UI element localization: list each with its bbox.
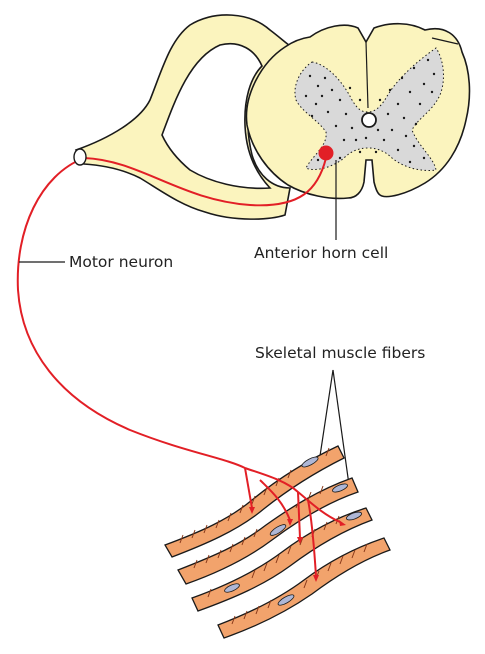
leader-lines [19, 160, 350, 492]
axon-branch [298, 492, 300, 538]
nerve-root-cut-end [74, 149, 86, 165]
skeletal-leader-2 [333, 370, 350, 492]
red-dot-icon [319, 146, 334, 161]
central-canal [362, 113, 376, 127]
skeletal-muscle-fibers [165, 446, 390, 638]
anterior-horn-cell-label: Anterior horn cell [254, 246, 388, 262]
spinal-cord [76, 15, 469, 219]
skeletal-leader-1 [320, 370, 333, 456]
skeletal-muscle-fibers-label: Skeletal muscle fibers [255, 346, 425, 362]
motor-neuron-label: Motor neuron [69, 255, 173, 271]
axon-branch [245, 468, 252, 508]
